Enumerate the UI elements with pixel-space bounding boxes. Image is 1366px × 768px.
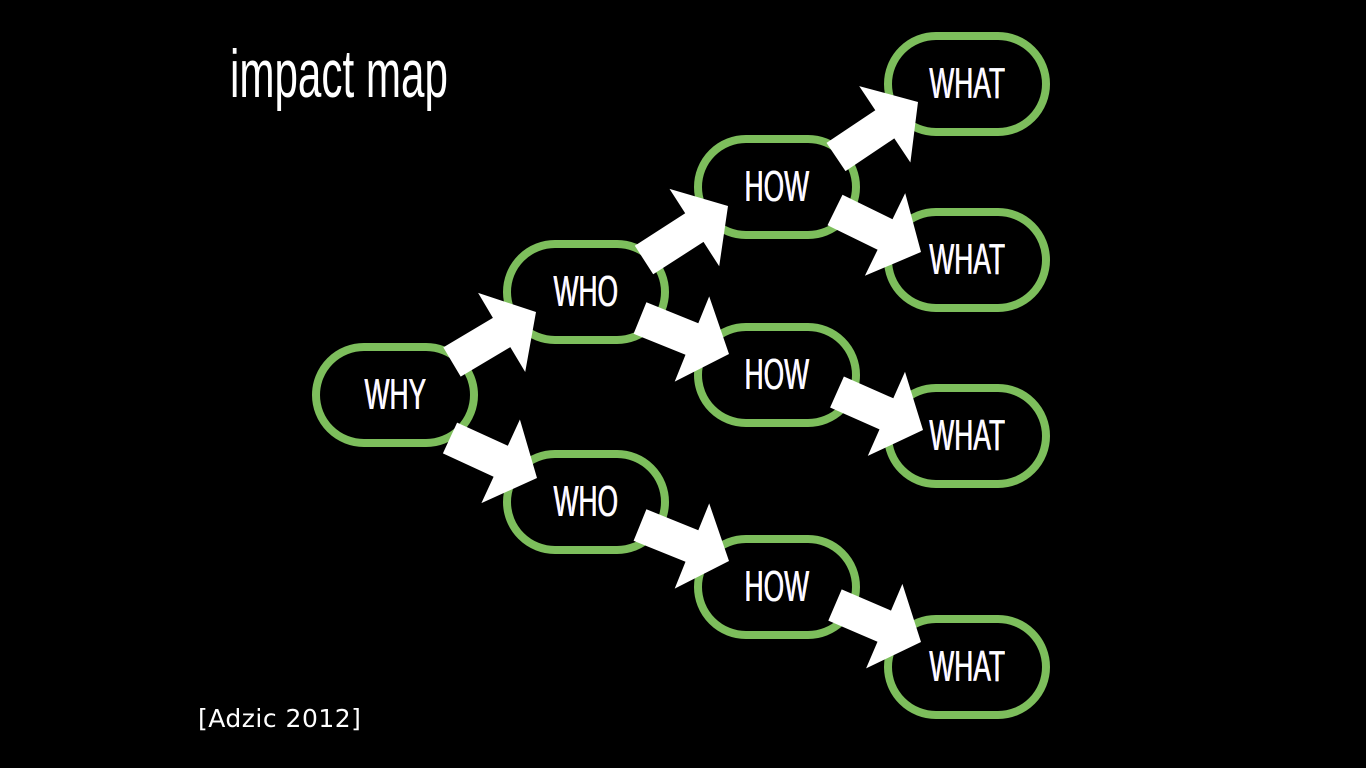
node-label: WHY: [364, 370, 426, 419]
node-label: WHAT: [929, 642, 1005, 691]
node-why: WHY: [312, 343, 478, 447]
node-label: WHO: [553, 477, 619, 526]
node-how-1: HOW: [694, 135, 860, 239]
arrow-who1-to-how2: [633, 296, 729, 382]
arrow-how3-to-what4: [828, 583, 921, 669]
slide-title: impact map: [230, 36, 448, 112]
arrow-who2-to-how3: [633, 503, 729, 589]
node-label: WHAT: [929, 235, 1005, 284]
arrow-who1-to-how1: [634, 188, 728, 275]
node-label: WHAT: [929, 411, 1005, 460]
node-label: HOW: [744, 350, 810, 399]
arrow-how1-to-what2: [827, 193, 921, 276]
arrow-how1-to-what1: [826, 86, 918, 172]
arrow-why-to-who1: [443, 292, 536, 377]
node-label: WHO: [553, 267, 619, 316]
node-label: WHAT: [929, 59, 1005, 108]
citation: [Adzic 2012]: [198, 704, 362, 733]
arrow-why-to-who2: [442, 419, 537, 504]
node-label: HOW: [744, 162, 810, 211]
arrow-how2-to-what3: [830, 371, 923, 456]
node-label: HOW: [744, 562, 810, 611]
